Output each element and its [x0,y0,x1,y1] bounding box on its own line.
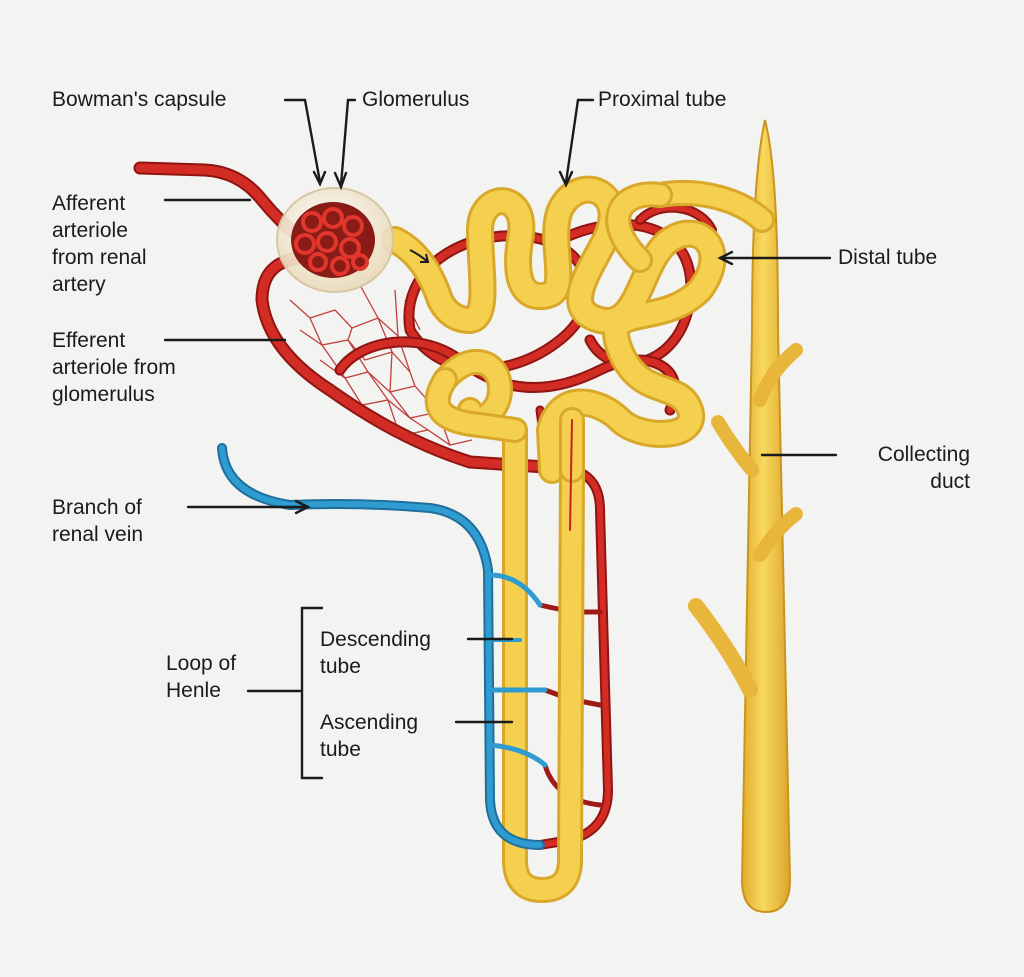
leader-lines [163,98,838,780]
label-bowmans-capsule: Bowman's capsule [52,88,227,111]
label-descending-tube: Descending tube [320,628,431,678]
label-distal-tube: Distal tube [838,246,938,269]
label-proximal-tube: Proximal tube [598,88,727,111]
label-branch-of-renal-vein: Branch of renal vein [52,496,144,546]
renal-tubule [381,175,775,903]
label-loop-of-henle: Loop of Henle [166,652,237,702]
label-glomerulus: Glomerulus [362,88,470,111]
label-afferent-arteriole: Afferent arteriole from renal artery [52,192,147,296]
label-collecting-duct: Collecting duct [877,443,970,493]
label-efferent-arteriole: Efferent arteriole from glomerulus [52,329,176,406]
flow-arrow-icon [409,249,430,263]
renal-vein-branch [217,443,548,850]
glomerulus [291,202,375,278]
label-ascending-tube: Ascending tube [320,711,419,761]
